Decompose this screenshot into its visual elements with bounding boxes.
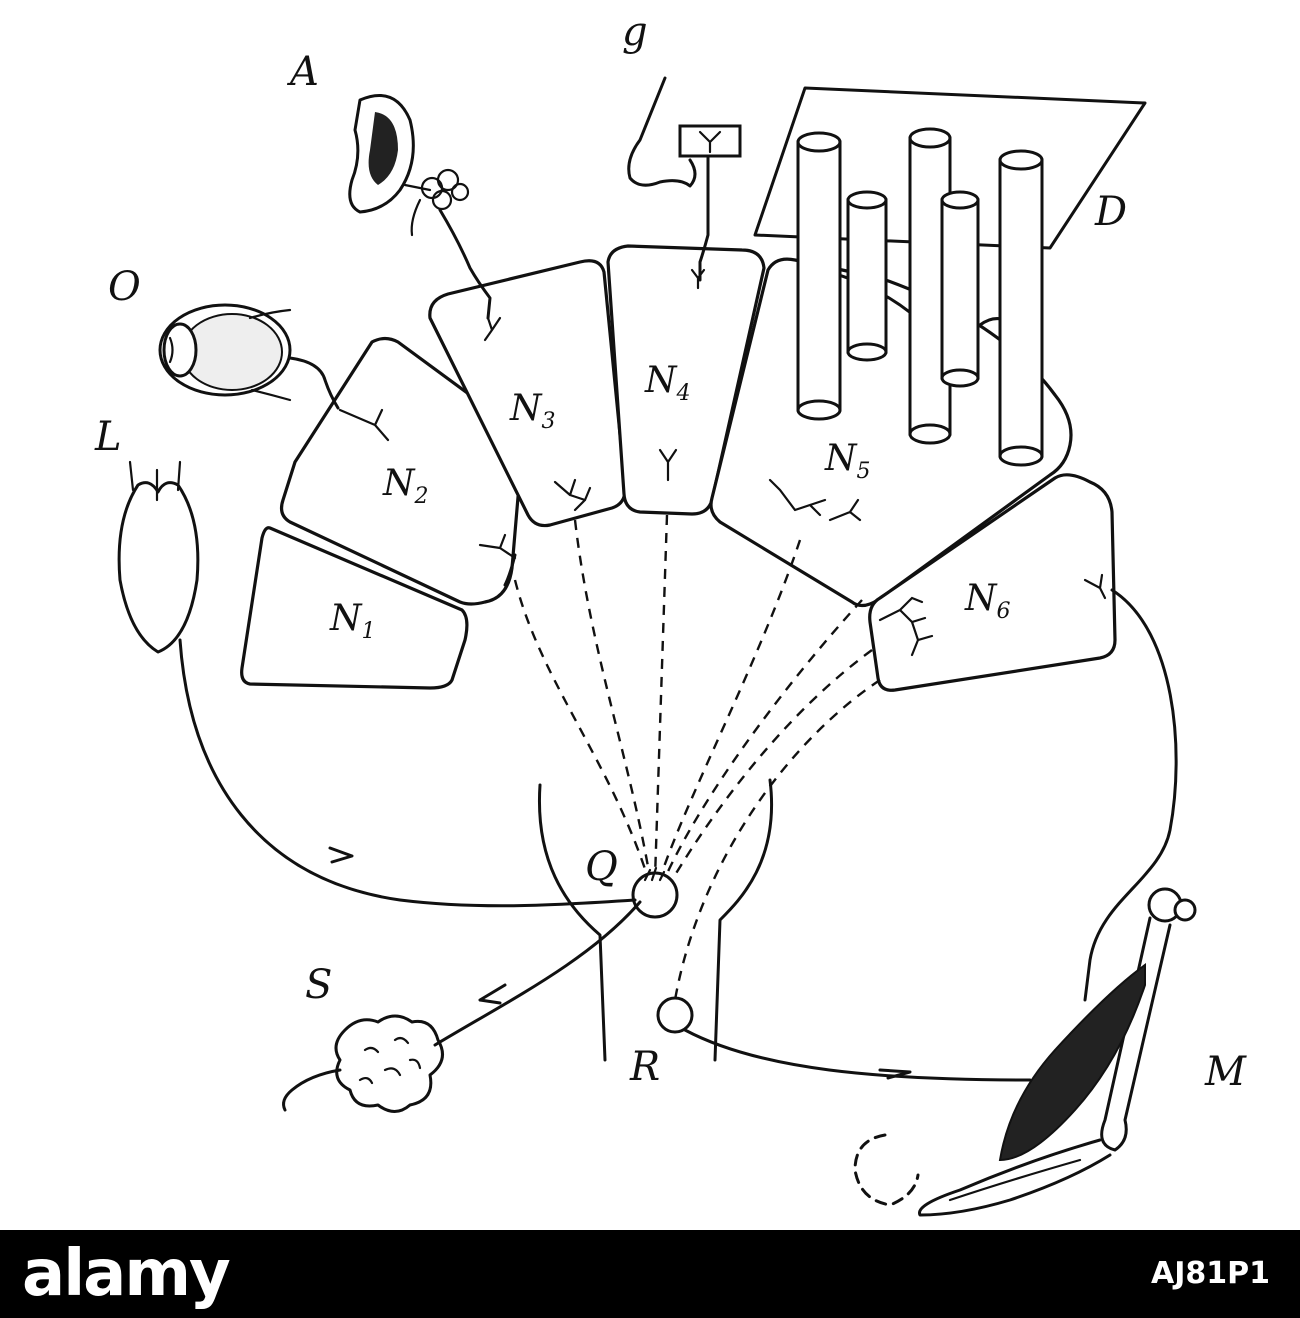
label-d: D xyxy=(1094,189,1127,235)
node-label-n5: N5 xyxy=(824,438,871,484)
gland-illustration xyxy=(282,1014,444,1113)
dashed-pathways-to-q xyxy=(513,514,881,1001)
label-q: Q xyxy=(585,844,618,890)
neuron-r xyxy=(656,996,694,1034)
ear-illustration xyxy=(348,94,470,237)
label-g: g xyxy=(622,9,648,55)
svg-text:N4: N4 xyxy=(644,360,691,406)
label-s: S xyxy=(305,962,332,1008)
label-m: M xyxy=(1204,1049,1247,1095)
node-label-n3: N3 xyxy=(509,388,556,434)
efferent-arc-to-gland xyxy=(433,900,642,1047)
diagram-canvas: N1 N2 N3 N4 N5 N6 xyxy=(94,9,1247,1217)
svg-text:N2: N2 xyxy=(382,463,429,509)
label-r: R xyxy=(629,1044,660,1090)
rods-plane-illustration xyxy=(753,86,1147,467)
node-label-n6: N6 xyxy=(964,578,1011,624)
image-id-text: AJ81P1 xyxy=(1151,1256,1270,1291)
node-label-n1: N1 xyxy=(329,598,376,644)
neuron-q xyxy=(631,866,679,919)
svg-text:N5: N5 xyxy=(824,438,871,484)
svg-text:N6: N6 xyxy=(964,578,1011,624)
efferent-arc-to-muscle xyxy=(683,1028,1032,1082)
svg-text:N3: N3 xyxy=(509,388,556,434)
afferent-arc-from-tongue xyxy=(178,638,637,908)
label-l: L xyxy=(94,414,122,460)
watermark-footer: alamy AJ81P1 xyxy=(0,1230,1300,1318)
spinal-cord-outline xyxy=(537,778,773,1062)
tongue-illustration xyxy=(117,460,200,654)
alamy-logo: alamy xyxy=(22,1237,231,1311)
node-label-n2: N2 xyxy=(382,463,429,509)
label-o: O xyxy=(108,264,141,310)
svg-text:N1: N1 xyxy=(329,598,376,644)
muscle-arm-illustration xyxy=(853,887,1197,1217)
afferent-arc-from-muscle xyxy=(1083,588,1178,1002)
label-a: A xyxy=(286,49,319,95)
olfactory-receptor-box xyxy=(678,124,742,158)
reflex-arc-diagram: N1 N2 N3 N4 N5 N6 xyxy=(94,9,1247,1217)
eye-illustration xyxy=(158,303,292,402)
node-box-n2 xyxy=(279,336,525,606)
node-label-n4: N4 xyxy=(644,360,691,406)
nose-illustration xyxy=(627,76,697,188)
nerve-endings xyxy=(338,268,1107,657)
node-box-n1 xyxy=(240,526,469,690)
